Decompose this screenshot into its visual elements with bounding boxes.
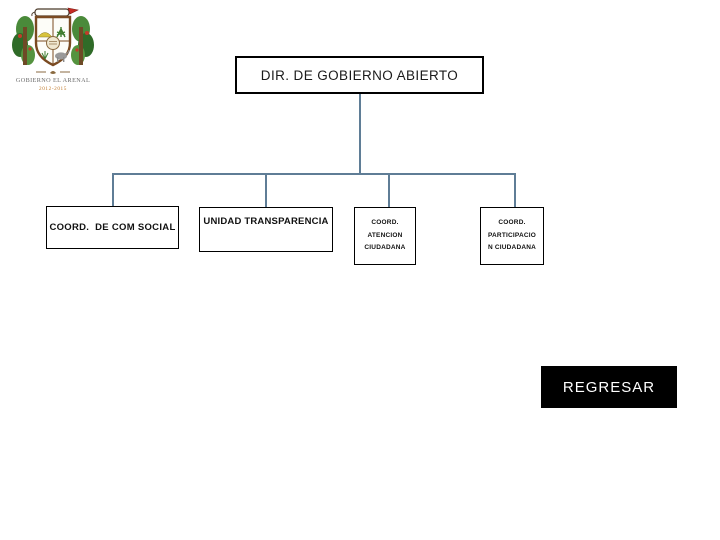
logo-years: 2012-2015 bbox=[39, 86, 67, 92]
org-node-label-line: ATENCION bbox=[367, 231, 403, 239]
logo-org-name: GOBIERNO EL ARENAL bbox=[16, 77, 90, 84]
org-node-label-line: CIUDADANA bbox=[364, 244, 406, 252]
coat-of-arms-icon: GOBIERNO EL ARENAL 2012-2015 bbox=[12, 7, 94, 92]
connector-drop-child1 bbox=[112, 173, 114, 206]
org-node-label: COORD. DE COM SOCIAL bbox=[49, 222, 176, 233]
org-node-coord-com-social: COORD. DE COM SOCIAL bbox=[46, 206, 179, 249]
org-node-coord-atencion-ciudadana: COORD. ATENCION CIUDADANA bbox=[354, 207, 416, 265]
coat-of-arms-logo: GOBIERNO EL ARENAL 2012-2015 bbox=[8, 3, 98, 100]
back-button-label: REGRESAR bbox=[562, 378, 656, 396]
org-node-label-line: COORD. bbox=[371, 219, 399, 227]
org-node-dir-gobierno-abierto: DIR. DE GOBIERNO ABIERTO bbox=[235, 56, 484, 94]
org-node-coord-participacion-ciudadana: COORD. PARTICIPACIO N CIUDADANA bbox=[480, 207, 544, 265]
org-node-label: UNIDAD TRANSPARENCIA bbox=[203, 216, 329, 227]
org-node-label: DIR. DE GOBIERNO ABIERTO bbox=[260, 67, 459, 83]
connector-drop-child4 bbox=[514, 173, 516, 207]
org-node-label-line: COORD. bbox=[498, 219, 526, 227]
connector-drop-child2 bbox=[265, 173, 267, 207]
connector-drop-child3 bbox=[388, 173, 390, 207]
connector-bar bbox=[112, 173, 515, 175]
connector-stem bbox=[359, 94, 361, 174]
org-node-label-line: N CIUDADANA bbox=[487, 244, 537, 252]
org-node-unidad-transparencia: UNIDAD TRANSPARENCIA bbox=[199, 207, 333, 252]
org-node-label-line: PARTICIPACIO bbox=[487, 231, 537, 239]
back-button[interactable]: REGRESAR bbox=[541, 366, 677, 408]
